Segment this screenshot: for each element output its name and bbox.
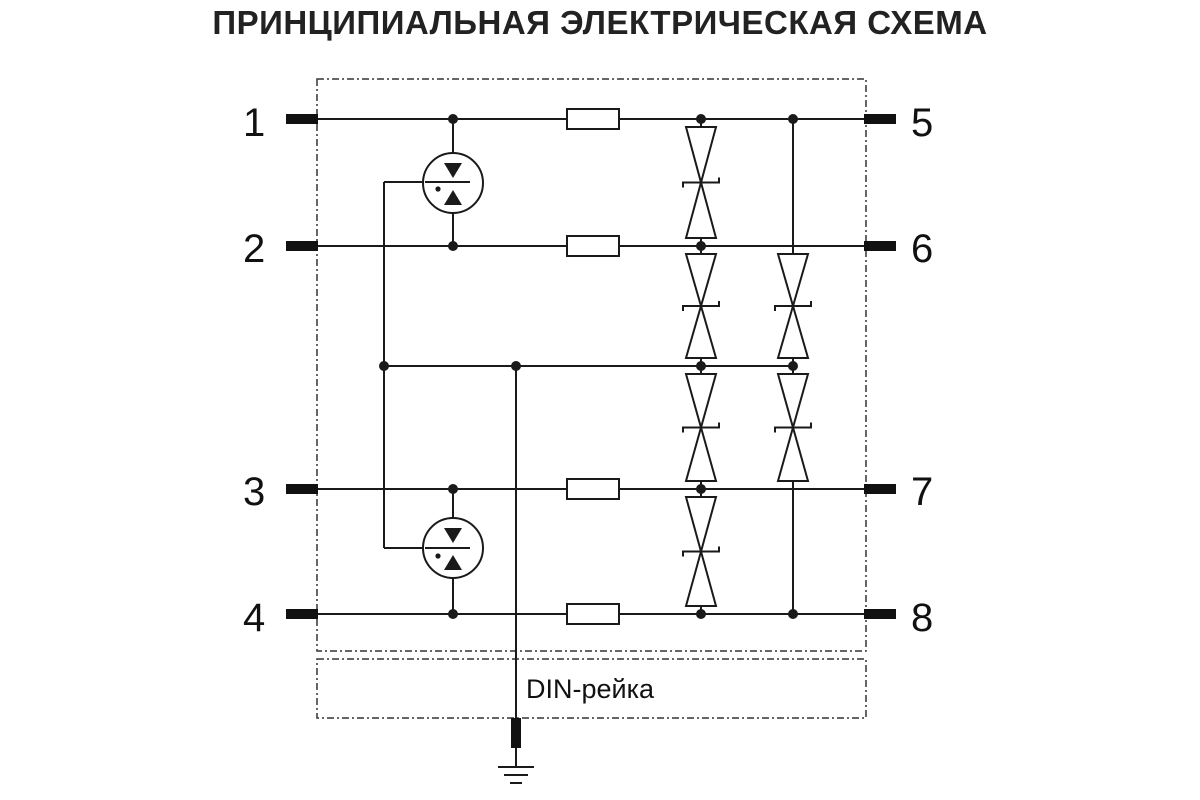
junction-dot [788,114,798,124]
junction-dot [379,361,389,371]
pin-label-3: 3 [243,470,265,514]
pin-label-8: 8 [911,596,933,640]
junction-dot [448,484,458,494]
pin-label-7: 7 [911,470,933,514]
ground-bus [383,181,794,725]
din-rail-label: DIN-рейка [526,674,655,704]
resistor-line-1 [566,108,620,130]
terminals [286,114,896,748]
resistor-line-2 [566,235,620,257]
junction-dot [696,484,706,494]
terminal-pin-2 [286,241,318,251]
junction-dot [448,609,458,619]
terminal-pin-5 [864,114,896,124]
junction-dot [696,609,706,619]
tvs-diode-col1-c [682,373,720,482]
junction-dot [696,241,706,251]
gas-discharge-tube-top [422,119,484,246]
pin-label-5: 5 [911,101,933,145]
terminal-pin-3 [286,484,318,494]
din-rail-outline [316,658,867,719]
tvs-diode-col1-b [682,253,720,359]
terminal-pin-6 [864,241,896,251]
terminal-pin-1 [286,114,318,124]
junction-dot [696,114,706,124]
junction-dot [696,361,706,371]
pin-label-4: 4 [243,596,265,640]
resistor-line-4 [566,603,620,625]
terminal-pin-4 [286,609,318,619]
terminal-earth [511,718,521,748]
junction-dot [788,609,798,619]
junction-dots [379,114,798,619]
pin-label-2: 2 [243,227,265,271]
junction-dot [448,241,458,251]
terminal-pin-7 [864,484,896,494]
resistor-line-3 [566,478,620,500]
tvs-diode-col2-b [774,373,812,482]
device-housing-outline [316,78,867,652]
junction-dot [511,361,521,371]
junction-dot [448,114,458,124]
gas-discharge-tube-bottom [422,489,484,614]
tvs-diode-col1-d [682,496,720,607]
tvs-diode-col1-a [682,126,720,239]
pin-label-6: 6 [911,227,933,271]
pin-label-1: 1 [243,101,265,145]
terminal-pin-8 [864,609,896,619]
tvs-diodes [682,126,812,607]
earth-ground-symbol [498,748,534,784]
page-title: ПРИНЦИПИАЛЬНАЯ ЭЛЕКТРИЧЕСКАЯ СХЕМА [212,4,988,41]
junction-dot [788,361,798,371]
tvs-diode-col2-a [774,253,812,359]
